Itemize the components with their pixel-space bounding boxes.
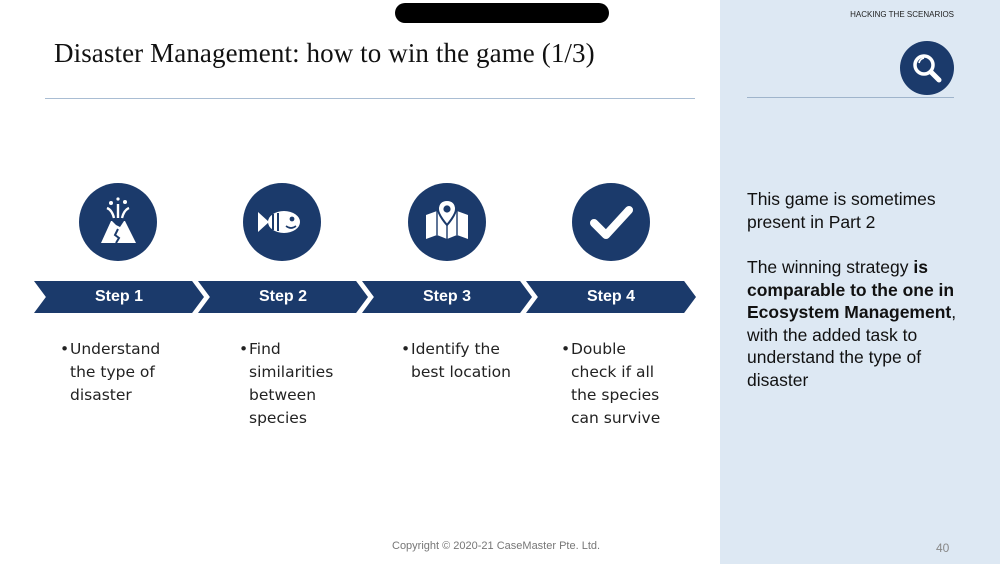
step-1-chevron: Step 1 [34, 281, 204, 313]
step-4-text: Double check if all the species can surv… [571, 340, 661, 427]
section-tag: HACKING THE SCENARIOS [850, 10, 954, 19]
map-pin-icon [408, 183, 486, 261]
step-4-bullet: •Double check if all the species can sur… [561, 340, 661, 427]
slide-title: Disaster Management: how to win the game… [54, 38, 595, 68]
panel-text: This game is sometimes present in Part 2… [747, 188, 962, 414]
step-3-chevron: Step 3 [362, 281, 532, 313]
step-3-text: Identify the best location [411, 340, 511, 381]
copyright-footer: Copyright © 2020-21 CaseMaster Pte. Ltd. [392, 540, 601, 552]
search-icon [900, 41, 954, 95]
step-4-chevron: Step 4 [526, 281, 696, 313]
redaction-bar [395, 3, 609, 23]
panel-paragraph-1: This game is sometimes present in Part 2 [747, 189, 936, 232]
title-divider [45, 98, 695, 99]
step-2-chevron: Step 2 [198, 281, 368, 313]
step-1-bullet: •Understand the type of disaster [60, 340, 161, 404]
page-number: 40 [936, 541, 950, 555]
panel-paragraph-2-bold: is comparable to the one in Ecosystem Ma… [747, 257, 955, 322]
panel-paragraph-2: The winning strategy is comparable to th… [747, 256, 962, 391]
step-2-bullet: •Find similarities between species [239, 340, 334, 427]
side-panel: HACKING THE SCENARIOS This game is somet… [720, 0, 1000, 564]
panel-paragraph-2-post: , with the added task to understand the … [747, 302, 957, 390]
fish-icon [243, 183, 321, 261]
step-2-text: Find similarities between species [249, 340, 334, 427]
volcano-icon [79, 183, 157, 261]
step-3-bullet: •Identify the best location [401, 340, 511, 381]
panel-paragraph-2-pre: The winning strategy [747, 257, 914, 277]
panel-divider [747, 97, 954, 98]
step-1-text: Understand the type of disaster [70, 340, 161, 404]
checkmark-icon [572, 183, 650, 261]
